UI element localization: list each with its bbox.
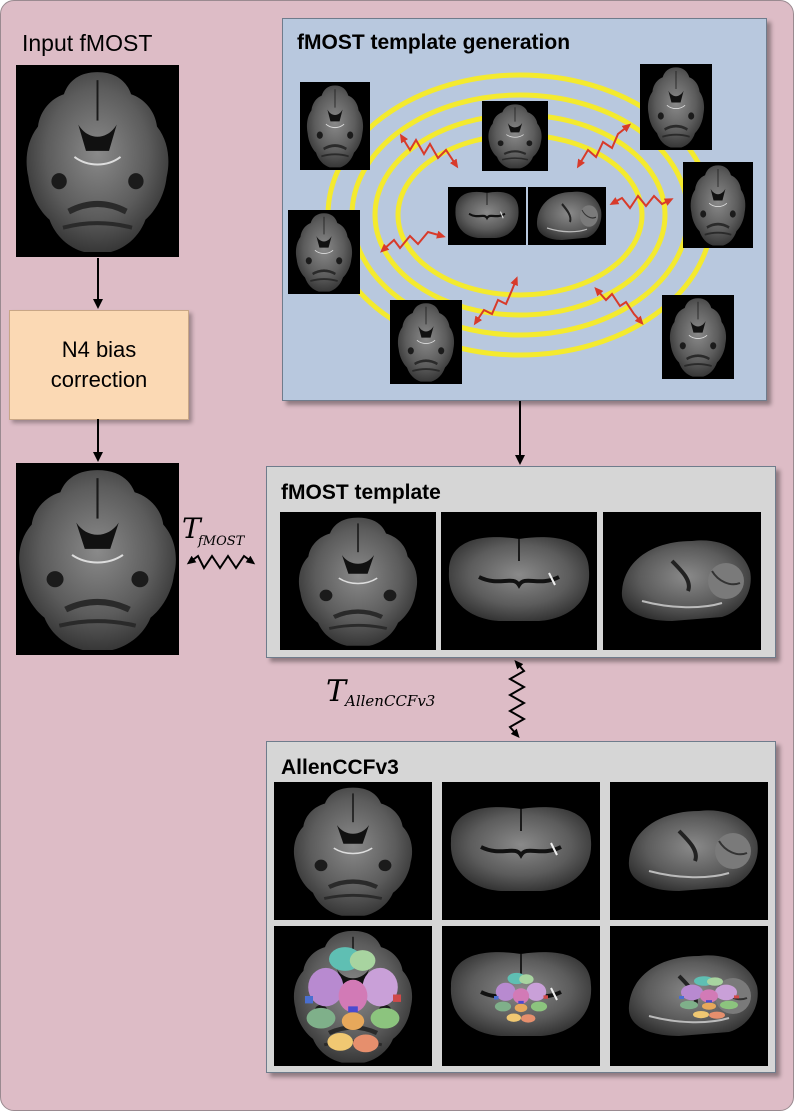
template-sagittal-image [603, 512, 761, 650]
input-title: Input fMOST [22, 30, 153, 56]
subject-image-3 [640, 64, 712, 150]
subject-image-1 [300, 82, 370, 170]
red-arrow-4 [380, 230, 446, 253]
n4-line1: N4 bias [61, 337, 137, 362]
transform-fmost-symbol: T [182, 512, 203, 545]
transform-allen-subscript: AllenCCFv3 [343, 692, 435, 710]
template-generation-title: fMOST template generation [297, 31, 571, 54]
allen-coronal-atlas-image [442, 926, 600, 1066]
registration-arrows [380, 123, 674, 326]
transform-fmost-label: T fMOST [182, 512, 246, 549]
corrected-brain-axial-image [16, 463, 179, 655]
input-brain-axial-image [16, 65, 179, 257]
red-arrow-1 [399, 133, 459, 169]
center-coronal-image [448, 187, 526, 245]
subject-image-6 [390, 300, 462, 384]
transform-allen-symbol: T [326, 674, 348, 709]
transform-allen-label: T AllenCCFv3 [326, 674, 435, 710]
allen-axial-image [274, 782, 432, 920]
subject-image-2 [482, 101, 548, 171]
n4-bias-correction-box: N4 bias correction [9, 310, 189, 420]
squiggle-fmost [186, 554, 256, 570]
allen-sagittal-image [610, 782, 768, 920]
n4-line2: correction [50, 367, 148, 392]
subject-image-5 [683, 162, 753, 248]
squiggle-allen [507, 659, 527, 739]
allen-coronal-image [442, 782, 600, 920]
red-arrow-5 [473, 276, 518, 326]
red-arrow-2 [576, 123, 632, 169]
allen-sagittal-atlas-image [610, 926, 768, 1066]
flow-arrows [93, 258, 527, 739]
allen-axial-atlas-image [274, 926, 432, 1066]
template-title: fMOST template [281, 481, 441, 504]
transform-fmost-subscript: fMOST [197, 534, 246, 549]
subject-image-4 [288, 210, 360, 294]
center-sagittal-image [528, 187, 606, 245]
template-axial-image [280, 512, 436, 650]
red-arrow-3 [609, 194, 674, 210]
red-arrow-6 [594, 287, 644, 326]
allen-title: AllenCCFv3 [281, 756, 399, 779]
subject-image-7 [662, 295, 734, 379]
template-coronal-image [441, 512, 597, 650]
subject-images [288, 64, 753, 384]
